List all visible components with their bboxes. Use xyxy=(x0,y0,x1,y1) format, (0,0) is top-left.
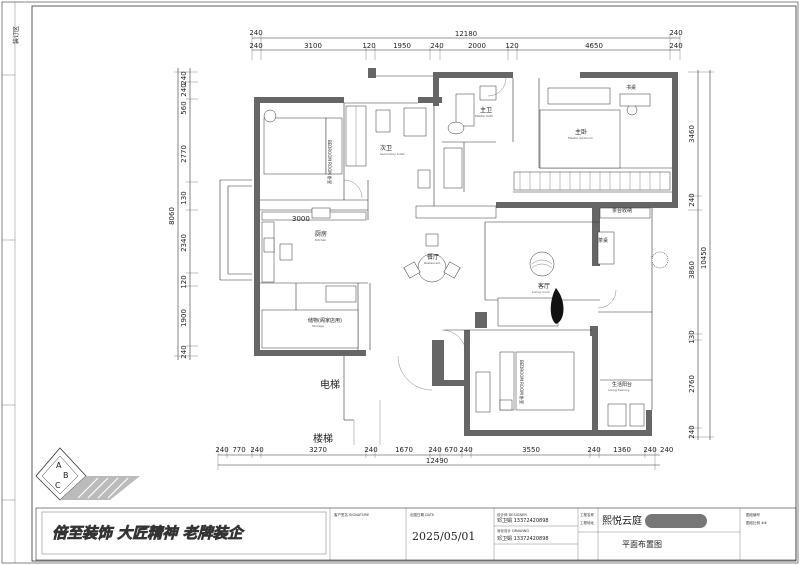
client-label: 客户签名 SIGNATURE xyxy=(334,512,369,517)
dim-left-2: 560 xyxy=(180,101,188,114)
date-value: 2025/05/01 xyxy=(412,530,475,543)
label-dining-en: Restaurant xyxy=(424,261,441,265)
dim-left-4: 130 xyxy=(180,191,188,204)
dim-right-1: 3860 xyxy=(688,261,696,279)
deep-label: 深化设计 DRAWING xyxy=(497,528,529,533)
bed2-label: BEDROOM ROOM 卧室 xyxy=(327,140,333,184)
right-dimensions: 3460 3860 130 2760 240 240 10450 xyxy=(688,70,714,440)
label-master-bath-en: Master bath xyxy=(475,114,493,118)
label-kitchen-en: Kitchen xyxy=(315,238,326,242)
dim-top-4: 240 xyxy=(430,42,443,50)
dim-bot-13: 240 xyxy=(660,446,673,454)
dim-bot-11: 1360 xyxy=(613,446,631,454)
dim-left-8: 240 xyxy=(180,345,188,358)
dim-bot-8: 240 xyxy=(459,446,472,454)
dim-top-3: 1950 xyxy=(393,42,411,50)
date-label: 出图日期 DATE xyxy=(410,512,434,517)
label-bookcase: 书桌 xyxy=(626,84,636,91)
designer-value: 邓卫娟 13372420898 xyxy=(497,517,549,524)
inner-frame xyxy=(31,5,797,562)
binding-label: 装订区 xyxy=(12,26,20,44)
dim-bot-1: 770 xyxy=(232,446,245,454)
label-storage-en: Storage xyxy=(312,324,324,328)
dim-left-3: 2770 xyxy=(180,145,188,163)
dim-bot-12: 240 xyxy=(643,446,656,454)
sheet-label: 图纸编号 xyxy=(746,512,760,517)
dim-bot-10: 240 xyxy=(587,446,600,454)
dim-top-6: 120 xyxy=(505,42,518,50)
dim-top-b: 240 xyxy=(669,29,682,37)
top-dimensions: 12180 240 240 240 3100 120 1950 240 2000… xyxy=(249,29,683,60)
room-labels: BEDROOM ROOM 卧室 次卫 Secondary toilet 厨房 K… xyxy=(292,84,636,445)
label-tea-cabinet: 茶台收纳 xyxy=(612,207,632,214)
dim-left-1: 240 xyxy=(180,83,188,96)
dim-left-6: 120 xyxy=(180,275,188,288)
sheet-sub-label: 图纸比例 ## xyxy=(746,520,767,525)
logo-a: A xyxy=(56,461,62,470)
drawing-name: 平面布置图 xyxy=(622,539,662,549)
dim-3000: 3000 xyxy=(292,215,310,223)
deep-value: 邓卫娟 13372420898 xyxy=(497,535,549,542)
dim-bot-9: 3550 xyxy=(522,446,540,454)
label-living: 客厅 xyxy=(538,282,550,290)
label-stairs: 楼梯 xyxy=(313,432,333,445)
label-kitchen: 厨房 xyxy=(315,230,327,238)
dim-left-7: 1900 xyxy=(180,309,188,327)
dim-top-total: 12180 xyxy=(455,30,477,38)
label-tea-table: 茶桌 xyxy=(598,237,608,244)
project-label: 工程名称 xyxy=(580,512,594,517)
label-balcony-en: Living balcony xyxy=(608,388,630,392)
bed3-label: BEDROOM ROOM 卧室 xyxy=(519,360,525,404)
label-secondary-bath-en: Secondary toilet xyxy=(380,152,405,156)
project-name: 熙悦云庭 xyxy=(602,514,642,527)
dim-top-2: 120 xyxy=(362,42,375,50)
label-living-en: Living room xyxy=(532,290,550,294)
dim-right-4: 240 xyxy=(688,425,696,438)
project-sub-label: 工程地址 xyxy=(580,520,594,525)
dim-bot-7: 670 xyxy=(444,446,457,454)
dim-right-3: 2760 xyxy=(688,375,696,393)
dim-bot-2: 240 xyxy=(250,446,263,454)
dim-bot-3: 3270 xyxy=(309,446,327,454)
label-master-bedroom-en: Master bedroom xyxy=(568,136,593,140)
label-master-bedroom: 主卧 xyxy=(575,128,587,136)
label-master-bath: 主卫 xyxy=(480,106,492,114)
dim-bot-5: 1670 xyxy=(395,446,413,454)
dim-right-5: 240 xyxy=(688,193,696,206)
bottom-dimensions: 240 770 240 3270 240 1670 240 670 240 35… xyxy=(215,446,673,470)
redaction-blur xyxy=(645,514,707,528)
title-block: 倍至装饰 大匠精神 老牌装企 客户签名 SIGNATURE 出图日期 DATE … xyxy=(35,507,797,561)
dim-right-2: 130 xyxy=(688,330,696,343)
dim-left-5: 2340 xyxy=(180,234,188,252)
dim-top-a: 240 xyxy=(249,29,262,37)
dim-bottom-total: 12490 xyxy=(426,457,448,465)
abc-logo: A B C xyxy=(35,447,140,501)
logo-b: B xyxy=(63,471,69,480)
dim-left-total: 8060 xyxy=(168,207,176,225)
dim-top-0: 240 xyxy=(249,42,262,50)
dim-bot-4: 240 xyxy=(364,446,377,454)
dim-left-0: 240 xyxy=(180,71,188,84)
dim-top-5: 2000 xyxy=(468,42,486,50)
label-dining: 餐厅 xyxy=(427,253,439,261)
dim-bot-0: 240 xyxy=(215,446,228,454)
label-balcony: 生活阳台 xyxy=(612,381,632,388)
label-storage: 储物(阁家店用) xyxy=(308,317,342,324)
label-secondary-bath: 次卫 xyxy=(380,144,392,152)
dim-right-0: 3460 xyxy=(688,125,696,143)
dim-top-1: 3100 xyxy=(304,42,322,50)
walls xyxy=(254,68,678,436)
label-elevator: 电梯 xyxy=(320,378,340,391)
left-dimensions: 240 240 560 2770 130 2340 120 1900 240 8… xyxy=(168,68,198,360)
dim-top-8: 240 xyxy=(669,42,682,50)
furniture xyxy=(261,77,671,445)
dim-right-total: 10450 xyxy=(700,247,708,269)
dim-bot-6: 240 xyxy=(428,446,441,454)
slogan: 倍至装饰 大匠精神 老牌装企 xyxy=(52,524,244,542)
logo-c: C xyxy=(55,481,61,490)
designer-label: 设计师 DESIGNER xyxy=(497,512,527,517)
dim-top-7: 4650 xyxy=(585,42,603,50)
